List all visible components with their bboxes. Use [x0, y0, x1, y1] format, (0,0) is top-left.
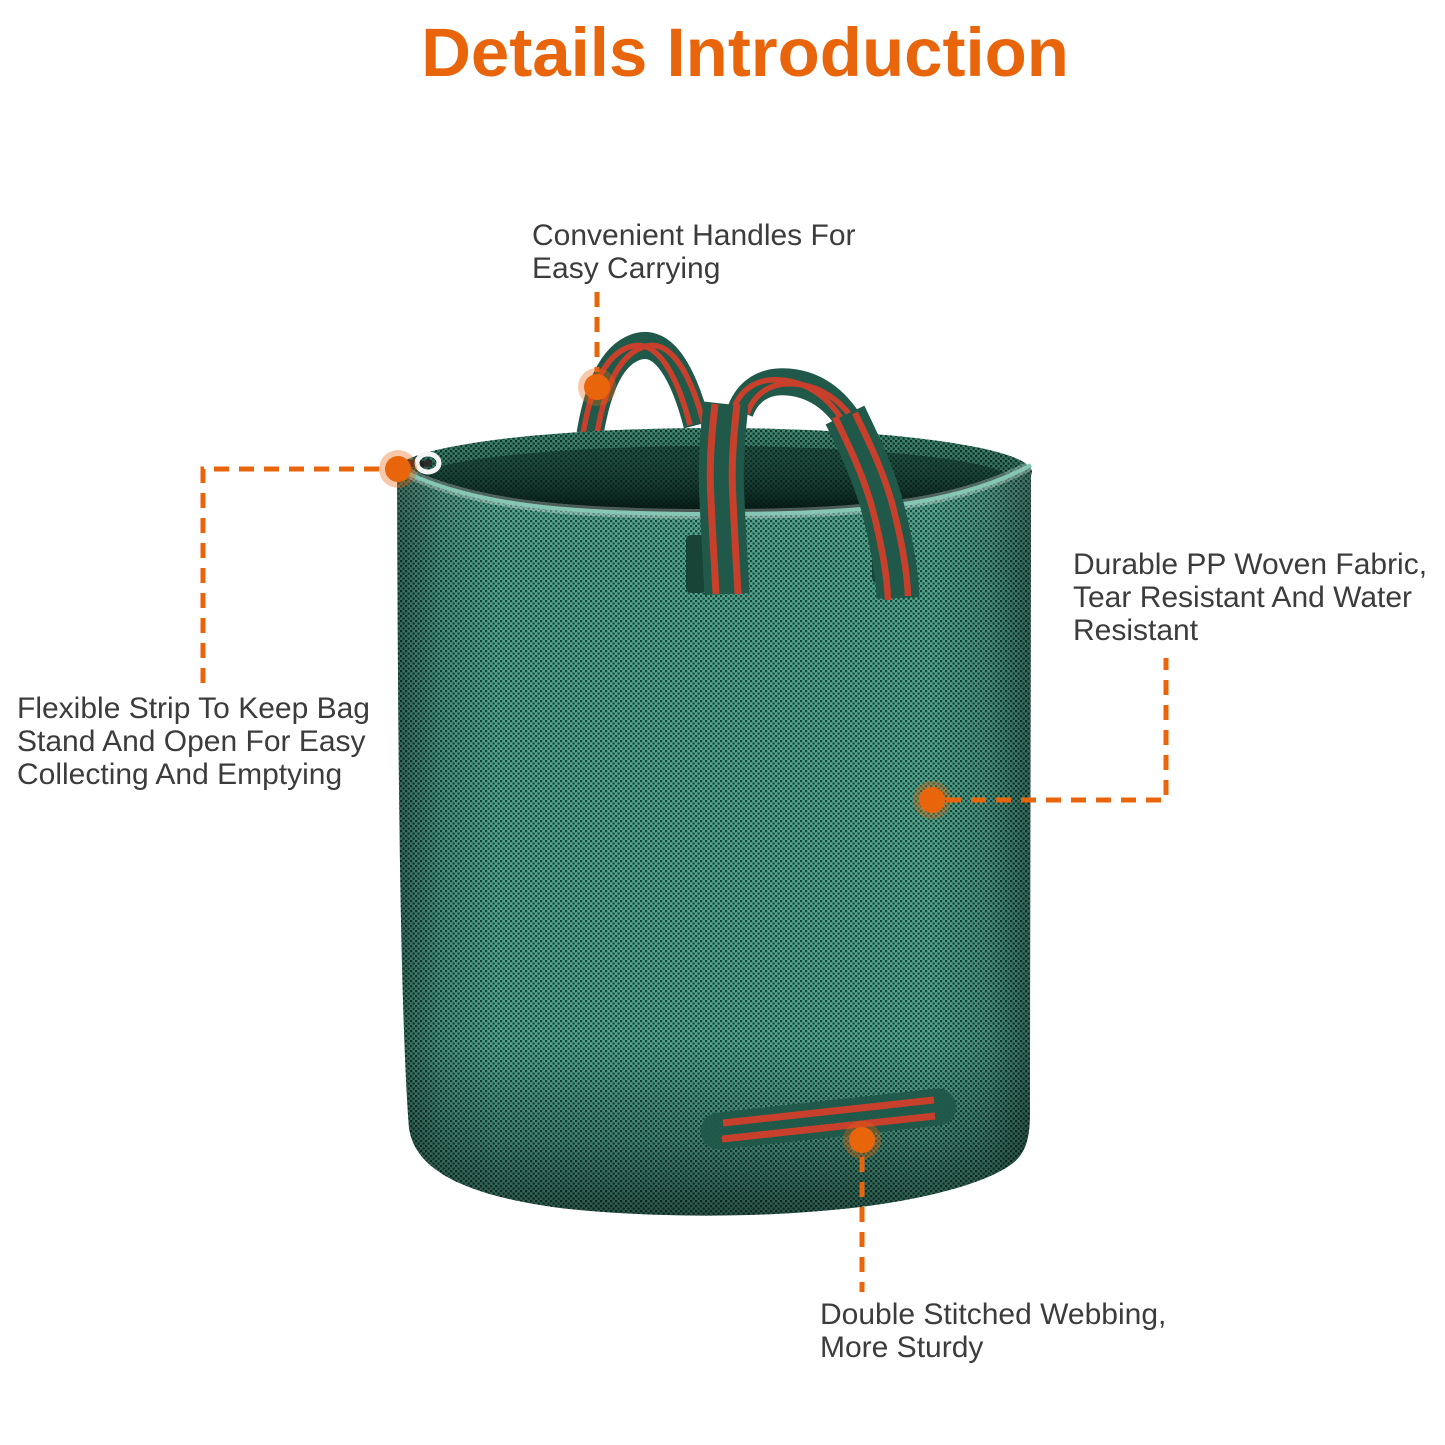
callout-dot-icon	[843, 1121, 881, 1159]
callout-flexible-strip: Flexible Strip To Keep Bag Stand And Ope…	[17, 692, 370, 791]
callout-dot-icon	[379, 450, 417, 488]
callout-fabric: Durable PP Woven Fabric, Tear Resistant …	[1073, 548, 1427, 647]
callout-text-line: Tear Resistant And Water	[1073, 581, 1413, 614]
callout-line-fabric	[946, 658, 1169, 803]
callout-text-line: More Sturdy	[820, 1331, 984, 1364]
left-strap-tab	[686, 535, 706, 593]
bag-body	[394, 460, 1034, 1216]
left-handle-strap	[698, 401, 750, 596]
callout-text-line: Resistant	[1073, 614, 1199, 647]
callout-text-line: Collecting And Emptying	[17, 758, 343, 791]
callout-dot-icon	[913, 781, 951, 819]
callout-text-line: Double Stitched Webbing,	[820, 1298, 1167, 1331]
callout-dot-icon	[578, 368, 616, 406]
page-title: Details Introduction	[421, 14, 1069, 91]
bottom-strap	[700, 1088, 957, 1150]
callout-webbing: Double Stitched Webbing, More Sturdy	[820, 1298, 1166, 1364]
callout-dots	[379, 368, 951, 1159]
callout-text-line: Stand And Open For Easy	[17, 725, 366, 758]
callout-text-line: Flexible Strip To Keep Bag	[17, 692, 370, 725]
callout-text-line: Easy Carrying	[532, 252, 721, 285]
right-handle-strap	[825, 405, 920, 601]
callout-line-strip	[200, 466, 385, 683]
callout-text-line: Durable PP Woven Fabric,	[1073, 548, 1428, 581]
right-handle-loop	[727, 368, 860, 428]
callout-text-line: Convenient Handles For	[532, 219, 856, 252]
callout-handles: Convenient Handles For Easy Carrying	[532, 219, 856, 285]
